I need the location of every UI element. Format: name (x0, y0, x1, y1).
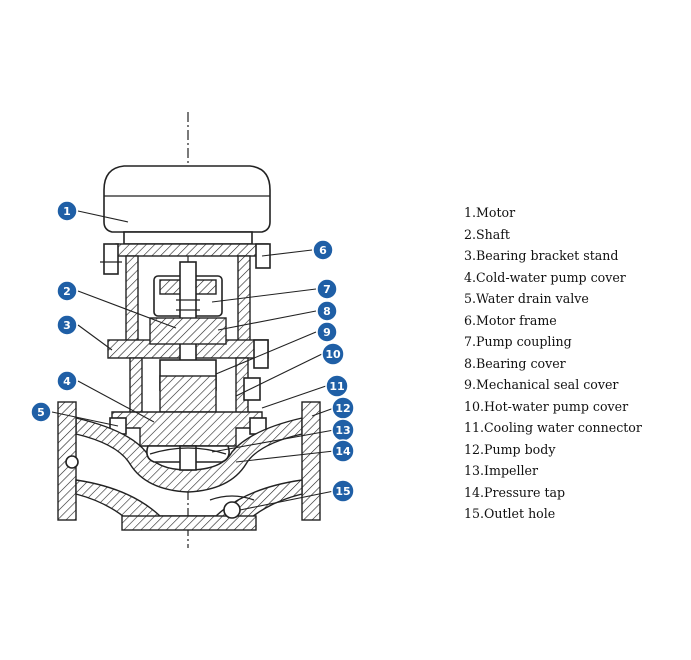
callout-badge-9: 9 (316, 321, 338, 343)
svg-text:14: 14 (335, 445, 351, 458)
svg-text:4: 4 (63, 375, 71, 388)
legend-item-hot-water-pump-cover: 10.Hot-water pump cover (464, 398, 629, 414)
legend-item-cold-water-pump-cover: 4.Cold-water pump cover (464, 269, 626, 285)
legend-item-water-drain-valve: 5.Water drain valve (464, 291, 589, 306)
callout-badge-13: 13 (331, 418, 355, 442)
svg-text:8: 8 (323, 305, 331, 318)
svg-text:13: 13 (335, 424, 350, 437)
callout-badge-1: 1 (56, 200, 78, 222)
svg-text:12: 12 (335, 402, 350, 415)
svg-text:9: 9 (323, 326, 331, 339)
parts-legend: 1.Motor 2.Shaft 3.Bearing bracket stand … (464, 202, 642, 525)
callout-badge-15: 15 (331, 479, 355, 503)
svg-text:1: 1 (63, 205, 71, 218)
callout-badge-3: 3 (56, 314, 78, 336)
callout-badge-14: 14 (331, 439, 355, 463)
impeller-shape (146, 445, 230, 471)
bearing-bracket-shape (107, 255, 269, 419)
svg-text:2: 2 (63, 285, 71, 298)
leader-lines (51, 210, 335, 511)
legend-item-bearing-cover: 8.Bearing cover (464, 355, 566, 371)
svg-text:5: 5 (37, 406, 45, 419)
svg-text:7: 7 (323, 283, 331, 296)
callout-badge-11: 11 (325, 374, 349, 398)
motor-shape (103, 165, 271, 245)
svg-text:10: 10 (325, 348, 341, 361)
legend-item-pump-body: 12.Pump body (464, 441, 556, 457)
svg-text:11: 11 (329, 380, 344, 393)
callout-badge-2: 2 (56, 280, 78, 302)
coupling-shaft-shape (149, 261, 227, 453)
svg-text:6: 6 (319, 244, 327, 257)
legend-item-motor-frame: 6.Motor frame (464, 312, 557, 328)
callout-badge-4: 4 (56, 370, 78, 392)
legend-item-mechanical-seal-cover: 9.Mechanical seal cover (464, 377, 619, 392)
callout-badges: 1 2 3 4 5 6 7 8 9 10 11 12 13 14 15 (30, 200, 355, 503)
callout-badge-7: 7 (316, 278, 338, 300)
legend-item-bearing-bracket-stand: 3.Bearing bracket stand (464, 248, 619, 263)
svg-text:15: 15 (335, 485, 350, 498)
svg-text:3: 3 (63, 319, 71, 332)
legend-item-shaft: 2.Shaft (464, 226, 510, 242)
legend-item-pressure-tap: 14.Pressure tap (464, 484, 566, 500)
callout-badge-6: 6 (312, 239, 334, 261)
callout-badge-10: 10 (321, 342, 345, 366)
legend-item-motor: 1.Motor (464, 205, 516, 220)
callout-badge-8: 8 (316, 300, 338, 322)
legend-item-outlet-hole: 15.Outlet hole (464, 506, 556, 521)
legend-item-impeller: 13.Impeller (464, 463, 538, 478)
pump-body-shape (57, 401, 321, 531)
legend-item-cooling-water-connector: 11.Cooling water connector (464, 420, 642, 435)
legend-item-pump-coupling: 7.Pump coupling (464, 334, 572, 349)
callout-badge-5: 5 (30, 401, 52, 423)
callout-badge-12: 12 (331, 396, 355, 420)
